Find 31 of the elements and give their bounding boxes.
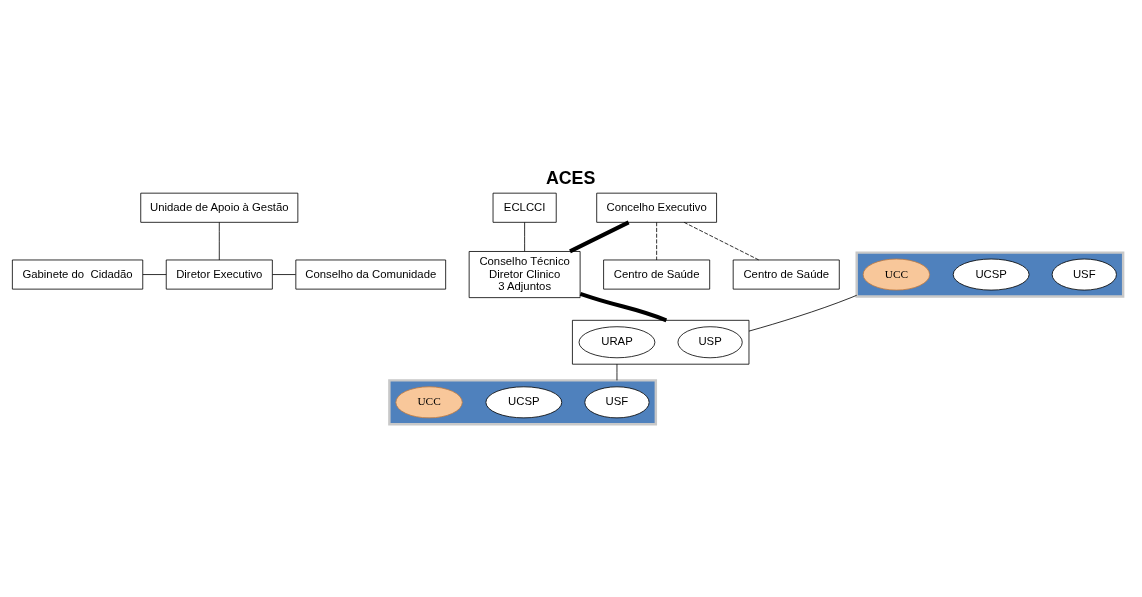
node-ellipse: USP bbox=[677, 325, 743, 358]
connector bbox=[142, 273, 167, 275]
node-ellipse: UCSP bbox=[952, 258, 1030, 290]
node-box: Concelho Executivo bbox=[596, 192, 717, 223]
node-box: Centro de Saúde bbox=[732, 259, 840, 290]
node-box: ECLCCI bbox=[492, 192, 557, 223]
node-ellipse: UCSP bbox=[485, 385, 563, 418]
connector bbox=[579, 291, 668, 322]
cluster bbox=[855, 250, 1125, 298]
connector bbox=[524, 221, 526, 252]
node-box: Diretor Executivo bbox=[165, 259, 273, 290]
diagram-title: ACES bbox=[545, 167, 596, 188]
node-ellipse: URAP bbox=[578, 325, 656, 358]
connector bbox=[272, 273, 296, 275]
node-box: Unidade de Apoio à Gestão bbox=[140, 192, 299, 223]
connector bbox=[616, 363, 618, 381]
connector bbox=[569, 220, 630, 253]
cluster bbox=[572, 319, 750, 365]
node-box: Conselho Técnico Diretor Clinico 3 Adjuntos bbox=[468, 250, 581, 298]
connector bbox=[683, 221, 760, 260]
cluster bbox=[388, 378, 658, 425]
connector bbox=[748, 294, 858, 332]
connector bbox=[218, 221, 220, 260]
node-box: Gabinete do Cidadão bbox=[11, 259, 144, 290]
node-ellipse: UCC bbox=[862, 258, 930, 290]
connector bbox=[656, 221, 658, 260]
node-box: Conselho da Comunidade bbox=[295, 259, 447, 290]
node-ellipse: USF bbox=[584, 385, 650, 418]
node-box: Centro de Saúde bbox=[603, 259, 711, 290]
node-ellipse: USF bbox=[1051, 258, 1117, 290]
node-ellipse: UCC bbox=[395, 385, 463, 418]
